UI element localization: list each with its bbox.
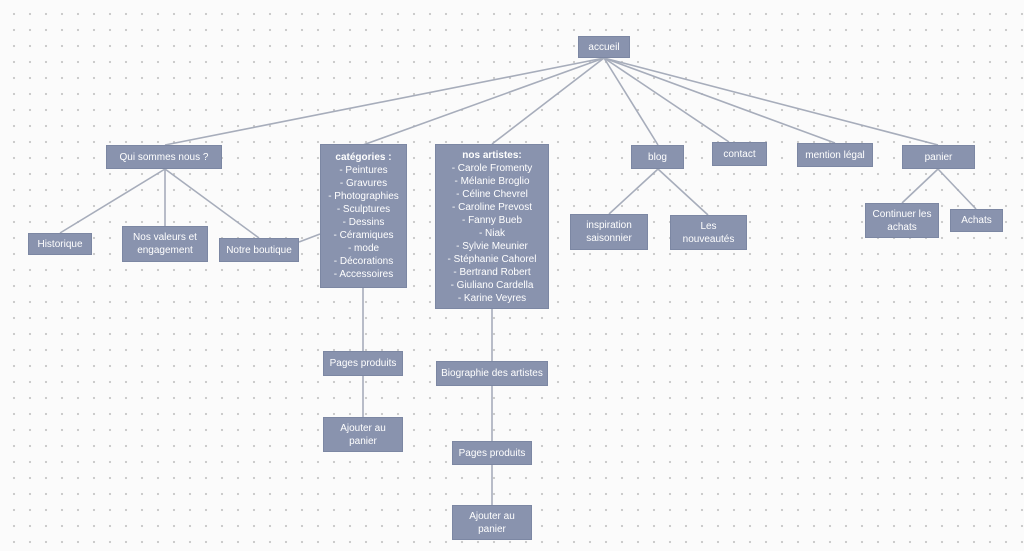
connector-line bbox=[164, 57, 605, 146]
node-ajouter-panier-2-line: Ajouter au bbox=[469, 510, 515, 522]
node-inspiration: inspiration saisonnier bbox=[570, 214, 648, 250]
category-item: - Céramiques bbox=[333, 230, 394, 241]
category-item: - Décorations bbox=[333, 256, 394, 267]
node-blog-label: blog bbox=[648, 151, 667, 163]
node-nos-valeurs-line: Nos valeurs et bbox=[133, 232, 197, 243]
node-pages-produits-1-label: Pages produits bbox=[329, 358, 397, 369]
artist-item: - Fanny Bueb bbox=[461, 214, 523, 226]
node-panier: panier bbox=[902, 145, 975, 169]
artist-item: - Sylvie Meunier bbox=[456, 240, 528, 252]
artist-item: - Bertrand Robert bbox=[453, 266, 531, 278]
node-inspiration-line: inspiration bbox=[586, 220, 632, 231]
node-inspiration-line: saisonnier bbox=[586, 233, 632, 244]
node-qui-sommes-nous: Qui sommes nous ? bbox=[106, 145, 222, 169]
connector-line bbox=[491, 57, 605, 145]
node-contact: contact bbox=[712, 142, 767, 166]
category-item: - Photographies bbox=[328, 191, 399, 202]
artist-item: - Carole Fromenty bbox=[451, 162, 533, 174]
node-notre-boutique: Notre boutique bbox=[219, 238, 299, 262]
node-historique: Historique bbox=[28, 233, 92, 255]
node-accueil-label: accueil bbox=[588, 41, 620, 53]
node-ajouter-panier-1-line: panier bbox=[349, 435, 377, 447]
node-mention-legal-label: mention légal bbox=[805, 149, 865, 161]
node-ajouter-panier-2-line: panier bbox=[478, 523, 506, 535]
connector-line bbox=[603, 57, 659, 146]
node-pages-produits-1: Pages produits bbox=[323, 351, 403, 376]
artist-item: - Mélanie Broglio bbox=[454, 175, 530, 187]
node-continuer-achats: Continuer les achats bbox=[865, 203, 939, 238]
node-artistes: nos artistes: - Carole Fromenty - Mélani… bbox=[435, 144, 549, 309]
node-historique-label: Historique bbox=[37, 238, 83, 250]
node-nouveautes-label: Les nouveautés bbox=[682, 220, 735, 245]
node-achats-label: Achats bbox=[961, 215, 992, 226]
node-continuer-achats-line: achats bbox=[887, 221, 917, 233]
connector-line bbox=[603, 57, 730, 143]
category-item: - mode bbox=[347, 243, 380, 254]
connector-line bbox=[164, 168, 260, 239]
node-qui-sommes-nous-label: Qui sommes nous ? bbox=[119, 151, 209, 163]
artist-item: - Niak bbox=[478, 227, 506, 239]
category-item: - Accessoires bbox=[333, 269, 394, 280]
node-achats: Achats bbox=[950, 209, 1003, 232]
node-accueil: accueil bbox=[578, 36, 630, 58]
node-artistes-title: nos artistes: bbox=[462, 149, 522, 161]
node-categories: catégories : - Peintures - Gravures - Ph… bbox=[320, 144, 407, 288]
node-mention-legal: mention légal bbox=[797, 143, 873, 167]
node-notre-boutique-label: Notre boutique bbox=[226, 244, 292, 256]
node-panier-label: panier bbox=[924, 151, 953, 163]
node-ajouter-panier-2: Ajouter au panier bbox=[452, 505, 532, 540]
artist-item: - Céline Chevrel bbox=[456, 188, 528, 200]
connector-line bbox=[362, 57, 605, 146]
connector-line bbox=[657, 168, 709, 216]
connector-line bbox=[608, 168, 659, 215]
connector-line bbox=[59, 168, 166, 234]
node-biographie: Biographie des artistes bbox=[436, 361, 548, 386]
connector-line bbox=[603, 57, 939, 146]
node-categories-title: catégories : bbox=[335, 152, 392, 163]
connector-line bbox=[937, 168, 977, 210]
node-pages-produits-2-label: Pages produits bbox=[458, 447, 526, 459]
node-nos-valeurs-line: engagement bbox=[137, 245, 193, 256]
node-nouveautes: Les nouveautés bbox=[670, 215, 747, 250]
node-continuer-achats-line: Continuer les bbox=[872, 208, 932, 220]
node-pages-produits-2: Pages produits bbox=[452, 441, 532, 465]
category-item: - Peintures bbox=[339, 165, 388, 176]
artist-item: - Karine Veyres bbox=[457, 292, 527, 304]
connector-line bbox=[298, 233, 321, 243]
node-biographie-label: Biographie des artistes bbox=[441, 368, 543, 379]
connector-line bbox=[603, 57, 836, 144]
node-blog: blog bbox=[631, 145, 684, 169]
category-item: - Dessins bbox=[342, 217, 385, 228]
node-contact-label: contact bbox=[723, 148, 756, 160]
node-ajouter-panier-1: Ajouter au panier bbox=[323, 417, 403, 452]
node-ajouter-panier-1-line: Ajouter au bbox=[340, 422, 386, 434]
connector-line bbox=[901, 168, 939, 204]
category-item: - Gravures bbox=[339, 178, 388, 189]
artist-item: - Stéphanie Cahorel bbox=[447, 253, 537, 265]
artist-item: - Caroline Prevost bbox=[451, 201, 533, 213]
artist-item: - Giuliano Cardella bbox=[450, 279, 534, 291]
category-item: - Sculptures bbox=[336, 204, 391, 215]
node-nos-valeurs: Nos valeurs et engagement bbox=[122, 226, 208, 262]
